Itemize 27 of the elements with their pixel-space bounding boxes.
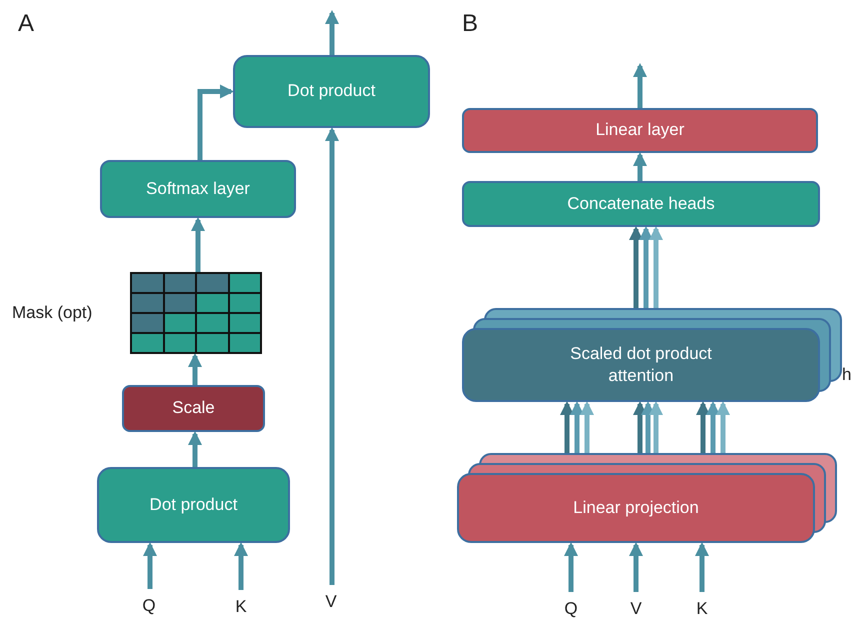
panel-label: h — [842, 366, 852, 383]
box-text: Linear layer — [596, 119, 684, 142]
input-label: K — [226, 598, 256, 615]
process-box — [122, 385, 265, 432]
input-label: Q — [134, 597, 164, 614]
box-text: Linear projection — [573, 496, 699, 519]
process-box — [462, 181, 820, 227]
box-text: Softmax layer — [146, 178, 250, 200]
process-box — [233, 55, 430, 128]
process-box — [100, 160, 296, 218]
input-label: V — [316, 593, 346, 610]
process-box — [462, 108, 818, 153]
input-label: Q — [556, 600, 586, 617]
mask-label: Mask (opt) — [12, 303, 92, 323]
panel-label: B — [462, 12, 478, 36]
process-box — [97, 467, 290, 543]
box-text: Scaled dot product attention — [569, 342, 713, 387]
process-box — [457, 473, 815, 543]
box-text: Dot product — [288, 80, 376, 102]
box-text: Scale — [172, 397, 215, 420]
input-label: V — [621, 600, 651, 617]
process-box — [462, 328, 820, 402]
input-label: K — [687, 600, 717, 617]
panel-label: A — [18, 12, 34, 36]
box-text: Concatenate heads — [567, 192, 715, 215]
mask-grid — [130, 272, 262, 354]
box-text: Dot product — [150, 494, 238, 516]
